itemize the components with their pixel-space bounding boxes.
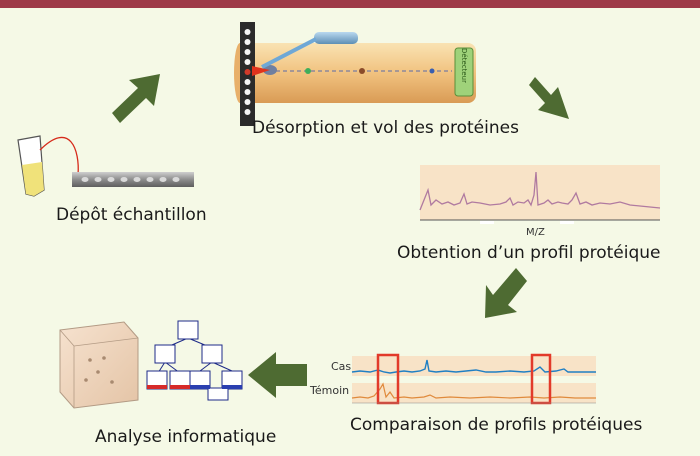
- profil-label: Obtention d’un profil protéique: [397, 243, 661, 263]
- laser-beam: [261, 32, 358, 69]
- cas-label: Cas: [331, 360, 352, 373]
- detector-label: Détecteur: [460, 48, 468, 83]
- sample-plate-horizontal: [72, 172, 194, 187]
- arrow-3: [485, 268, 527, 318]
- analyse-label: Analyse informatique: [95, 427, 277, 447]
- temoin-label: Témoin: [310, 384, 350, 397]
- desorption-label: Désorption et vol des protéines: [252, 118, 519, 138]
- mass-spectrum: [419, 165, 661, 224]
- arrow-4: [248, 352, 307, 398]
- sample-plate-vertical: [240, 22, 270, 126]
- cluster-3d-plot: [59, 321, 139, 409]
- sample-tube: [17, 135, 79, 197]
- comparaison-label: Comparaison de profils protéiques: [350, 415, 643, 435]
- comparison-chart: [351, 353, 596, 405]
- top-accent-bar: [0, 0, 700, 8]
- depot-label: Dépôt échantillon: [56, 205, 207, 225]
- spectrum-axis-label: M/Z: [526, 227, 545, 238]
- arrow-1: [112, 74, 160, 123]
- decision-tree: [146, 320, 243, 401]
- flight-tube: [234, 43, 476, 103]
- arrow-2: [529, 77, 569, 119]
